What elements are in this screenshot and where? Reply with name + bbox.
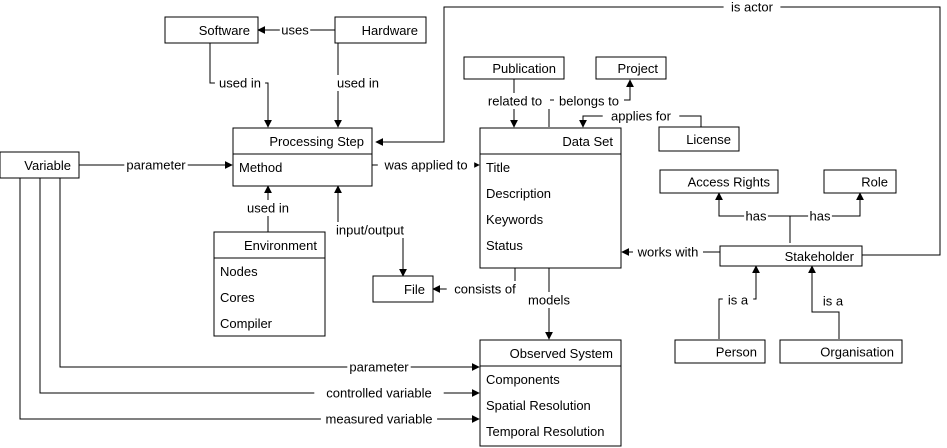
entity-project[interactable]: Project: [595, 56, 667, 80]
edge-label-text: has: [746, 209, 767, 224]
entity-stakeholder[interactable]: Stakeholder: [719, 245, 863, 267]
entity-hardware[interactable]: Hardware: [334, 16, 427, 44]
edge-label-input-output: input/output: [328, 222, 412, 238]
entity-title: Project: [618, 61, 659, 76]
edge-label-text: controlled variable: [326, 386, 432, 401]
entity-attribute: Cores: [220, 290, 255, 305]
entity-role[interactable]: Role: [823, 169, 897, 194]
edge-label-has-access: has: [744, 208, 768, 224]
entity-attribute: Nodes: [220, 264, 258, 279]
entity-title: Stakeholder: [785, 249, 855, 264]
entity-title: Processing Step: [269, 134, 364, 149]
edge-parameter-observed: [59, 178, 480, 371]
edge-label-hw-used-in: used in: [332, 75, 384, 91]
edge-label-text: is a: [728, 293, 749, 308]
edge-label-applies-for: applies for: [602, 108, 680, 124]
edge-label-sw-used-in: used in: [214, 75, 266, 91]
edge-label-text: is a: [823, 294, 844, 309]
entity-title: Publication: [492, 61, 556, 76]
edge-label-text: parameter: [349, 360, 409, 375]
entity-title: Observed System: [510, 346, 613, 361]
entity-title: Environment: [244, 238, 317, 253]
entity-variable[interactable]: Variable: [0, 151, 80, 179]
edge-label-text: used in: [247, 201, 289, 216]
edge-label-text: consists of: [454, 282, 516, 297]
entity-access-rights[interactable]: Access Rights: [659, 169, 779, 194]
entity-attribute: Description: [486, 186, 551, 201]
edge-label-has-role: has: [808, 208, 832, 224]
entity-title: Organisation: [820, 345, 894, 360]
entity-title: Person: [716, 345, 757, 360]
edge-label-works-with: works with: [633, 244, 703, 260]
edge-label-text: measured variable: [326, 412, 433, 427]
entity-title: Software: [199, 23, 250, 38]
edge-label-text: was applied to: [383, 158, 467, 173]
edge-label-text: is actor: [731, 0, 774, 15]
entity-organisation[interactable]: Organisation: [779, 339, 903, 364]
edge-label-belongs-to: belongs to: [554, 93, 624, 109]
entity-attribute: Compiler: [220, 316, 273, 331]
edge-label-text: belongs to: [559, 94, 619, 109]
edge-label-was-applied-to: was applied to: [377, 157, 475, 173]
entity-title: Role: [861, 175, 888, 190]
entity-license[interactable]: License: [658, 126, 740, 152]
edge-label-related-to: related to: [480, 93, 550, 109]
entity-attribute: Spatial Resolution: [486, 398, 591, 413]
edge-label-measured-variable: measured variable: [320, 411, 438, 427]
edge-label-is-a-person: is a: [722, 292, 754, 308]
entity-software[interactable]: Software: [164, 16, 259, 44]
edge-label-parameter-os: parameter: [347, 359, 411, 375]
entity-title: Variable: [24, 158, 71, 173]
edge-is-actor: [375, 6, 941, 256]
edge-label-is-actor: is actor: [723, 0, 781, 15]
edge-label-controlled-variable: controlled variable: [314, 385, 444, 401]
edge-label-text: works with: [637, 245, 699, 260]
edge-label-text: used in: [219, 76, 261, 91]
edge-label-uses: uses: [279, 22, 311, 38]
edge-organisation-is-a: [808, 265, 840, 339]
entity-title: Hardware: [362, 23, 418, 38]
entity-attribute: Method: [239, 160, 282, 175]
entity-attribute: Keywords: [486, 212, 544, 227]
entity-file[interactable]: File: [372, 275, 434, 303]
edge-label-text: parameter: [126, 158, 186, 173]
edge-label-env-used-in: used in: [242, 200, 294, 216]
entity-attribute: Title: [486, 160, 510, 175]
edge-label-models: models: [527, 292, 571, 308]
entity-attribute: Status: [486, 238, 523, 253]
entity-title: File: [404, 282, 425, 297]
entity-person[interactable]: Person: [674, 339, 766, 364]
edge-label-text: models: [528, 293, 570, 308]
entity-title: License: [686, 132, 731, 147]
entity-attribute: Temporal Resolution: [486, 424, 605, 439]
edge-label-consists-of: consists of: [446, 281, 524, 297]
edge-label-text: applies for: [611, 109, 672, 124]
entity-attribute: Components: [486, 372, 560, 387]
edge-label-text: uses: [281, 23, 309, 38]
edge-label-text: used in: [337, 76, 379, 91]
entity-title: Data Set: [562, 134, 613, 149]
edge-label-text: has: [810, 209, 831, 224]
edge-label-text: input/output: [336, 223, 404, 238]
edge-label-text: related to: [488, 94, 542, 109]
entity-title: Access Rights: [688, 175, 771, 190]
edge-label-is-a-org: is a: [817, 293, 849, 309]
entity-publication[interactable]: Publication: [463, 56, 565, 80]
edge-label-parameter-ps: parameter: [124, 157, 188, 173]
